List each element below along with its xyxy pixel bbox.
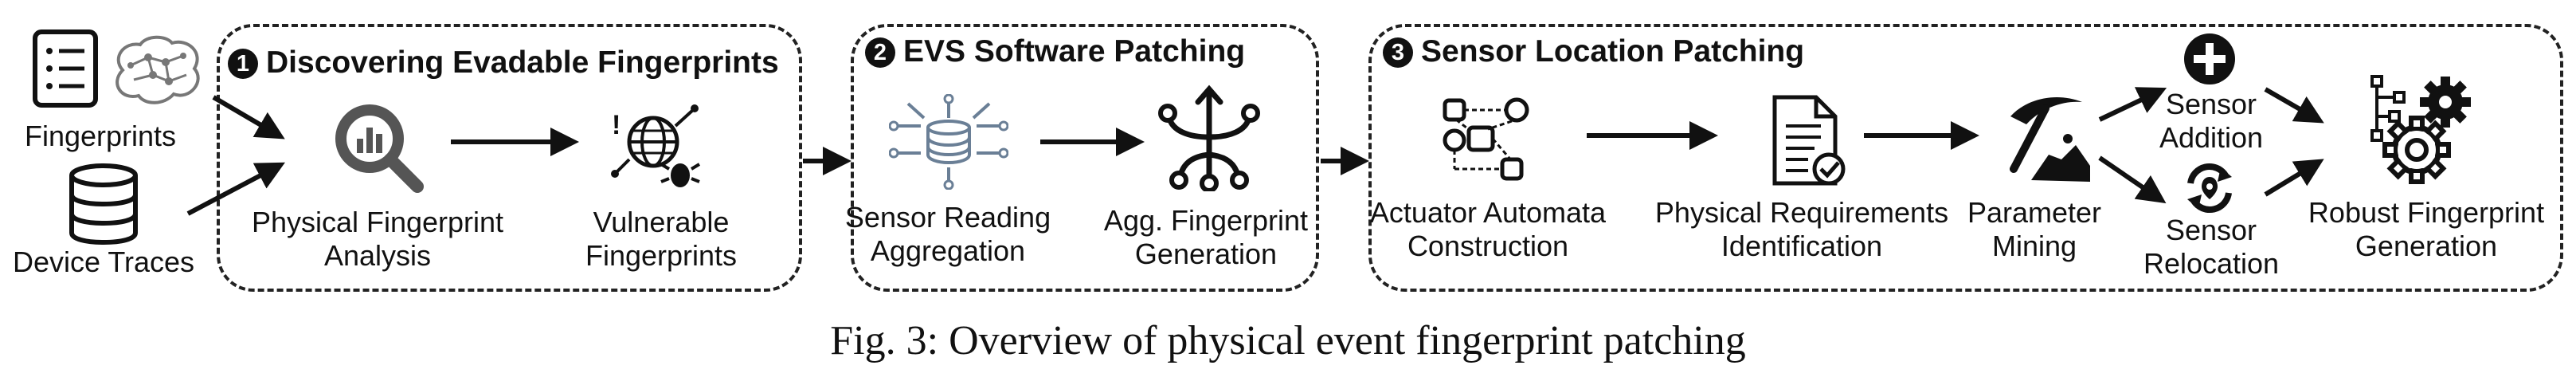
automata-icon [1443,97,1529,181]
figure-caption: Fig. 3: Overview of physical event finge… [830,318,1746,363]
arrow-parameter-to-addition [2098,87,2167,122]
magnifier-chart-icon [335,104,424,193]
bug-globe-icon: ! [611,104,701,187]
database-icon [69,163,138,246]
arrow-traces-to-analysis [186,162,285,216]
stage1-number: 1 [228,49,258,79]
list-icon [33,29,98,108]
arrow-parameter-to-relocation [2098,155,2167,204]
branch-tree-icon [1158,84,1260,191]
stage1-frame [217,24,802,292]
stage3-frame [1368,24,2563,292]
stage1-title: 1 Discovering Evadable Fingerprints [228,45,779,81]
aggregation-hub-icon [889,94,1008,190]
brain-network-icon [115,35,200,104]
stage1-title-text: Discovering Evadable Fingerprints [266,45,779,80]
device-traces-label: Device Traces [12,246,195,278]
relocate-cycle-icon [2187,163,2232,214]
stage3-title-text: Sensor Location Patching [1421,34,1805,69]
plus-circle-icon [2184,33,2235,84]
stage2-number: 2 [865,37,895,68]
svg-text:!: ! [612,110,621,140]
stage2-title-text: EVS Software Patching [903,34,1246,69]
arrow-fingerprints-to-analysis [212,95,285,139]
pickaxe-mining-icon [2010,97,2090,182]
stage3-number: 3 [1383,37,1413,68]
checklist-document-icon [1772,95,1846,186]
arrow-addition-to-robust [2264,87,2324,124]
gears-icon [2370,75,2471,184]
stage2-title: 2 EVS Software Patching [865,33,1245,70]
fingerprints-label: Fingerprints [24,120,177,152]
stage2-frame [851,24,1319,292]
arrow-relocation-to-robust [2264,159,2324,197]
stage3-title: 3 Sensor Location Patching [1383,33,1804,70]
